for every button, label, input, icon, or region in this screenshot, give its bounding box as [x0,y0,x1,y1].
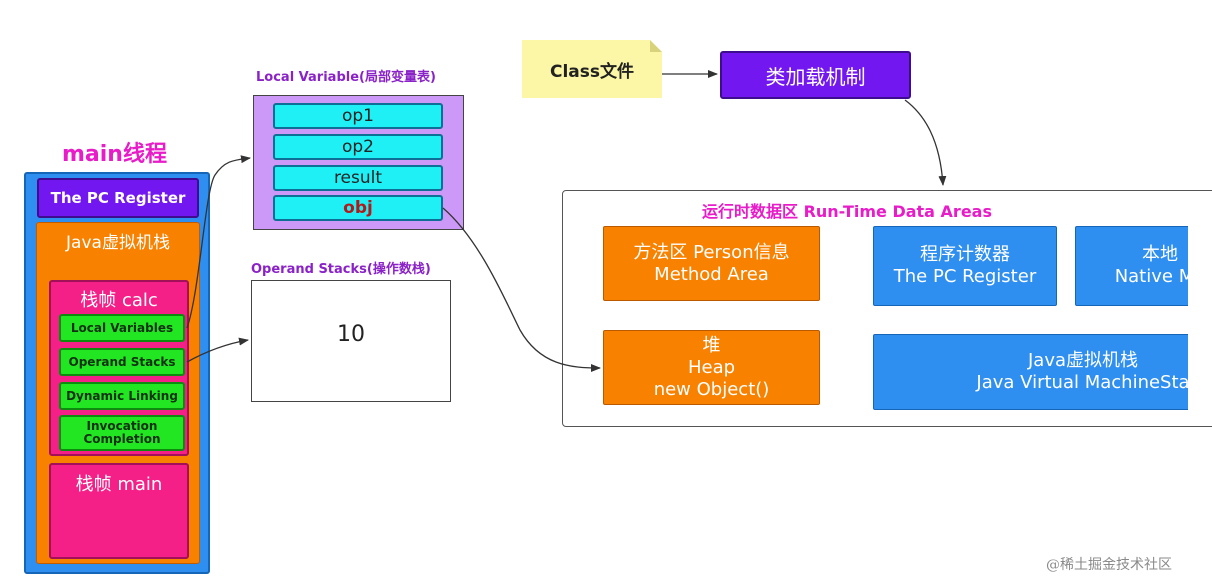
operand-stack-box [251,280,451,402]
stack-frame-calc-label: 栈帧 calc [80,290,158,311]
frame-local-variables: Local Variables [59,314,185,342]
heap-area: 堆 Heap new Object() [603,330,820,405]
method-area-line2: Method Area [654,263,769,285]
runtime-java-vm-stack-line1: Java虚拟机栈 [1027,350,1139,371]
frame-invocation-completion: Invocation Completion [59,415,185,451]
runtime-java-vm-stack-line2: Java Virtual MachineSta [976,372,1188,393]
class-loader-box: 类加载机制 [720,51,911,99]
obj-to-heap-arrow [442,207,601,372]
native-method-stack-clip: 本地 Native Me [1075,226,1188,306]
runtime-java-vm-stack-clip: Java虚拟机栈 Java Virtual MachineSta [873,334,1188,410]
lv-slot-op2: op2 [273,134,443,160]
watermark: @稀土掘金技术社区 [1046,557,1172,573]
thread-pc-register: The PC Register [37,178,199,218]
runtime-pc-register-line1: 程序计数器 [920,244,1010,265]
java-vm-stack-label: Java虚拟机栈 [66,233,170,253]
loader-to-runtime-arrow [904,99,947,186]
class-file-note: Class文件 [522,40,662,98]
native-method-stack: 本地 Native Me [1075,226,1188,306]
runtime-pc-register: 程序计数器 The PC Register [873,226,1057,306]
local-variables-to-table-arrow [186,155,251,329]
local-variable-table-title: Local Variable(局部变量表) [256,70,436,85]
heap-line3: new Object() [653,378,770,400]
frame-dynamic-linking: Dynamic Linking [59,382,185,410]
lv-slot-result: result [273,165,443,191]
method-area-line1: 方法区 Person信息 [633,241,790,263]
runtime-pc-register-line2: The PC Register [893,266,1037,287]
heap-line2: Heap [687,356,736,378]
stack-frame-main [49,463,189,559]
native-method-stack-line1: 本地 [1142,244,1178,265]
lv-slot-op1: op1 [273,103,443,129]
operand-stack-value: 10 [337,322,365,347]
frame-operand-stacks: Operand Stacks [59,348,185,376]
method-area: 方法区 Person信息 Method Area [603,226,820,301]
stack-frame-main-label: 栈帧 main [75,474,163,495]
lv-slot-obj: obj [273,195,443,221]
native-method-stack-line2: Native Me [1114,266,1188,287]
heap-line1: 堆 [702,334,721,356]
main-thread-title: main线程 [62,142,167,167]
runtime-data-areas-title: 运行时数据区 Run-Time Data Areas [702,202,992,221]
runtime-java-vm-stack: Java虚拟机栈 Java Virtual MachineSta [873,334,1188,410]
operand-stack-title: Operand Stacks(操作数栈) [251,262,431,277]
operand-stacks-to-box-arrow [186,337,249,363]
